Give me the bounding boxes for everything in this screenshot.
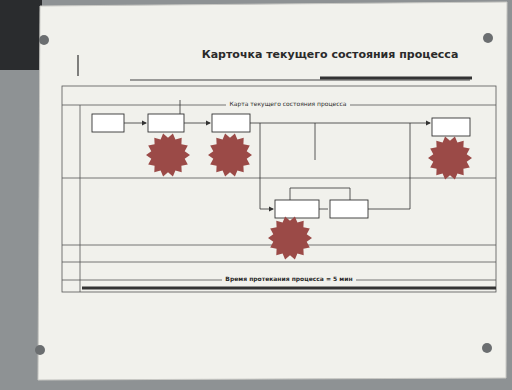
arrow-heads	[142, 121, 431, 212]
top-line	[130, 79, 470, 80]
kaizen-burst	[428, 137, 472, 180]
pin	[483, 33, 493, 43]
dark-corner	[0, 0, 42, 70]
header-band: Карта текущего состояния процесса	[80, 91, 496, 110]
kaizen-burst	[208, 134, 252, 177]
process-boxes	[92, 114, 470, 218]
timeline-band: Время протекания процесса = 5 мин	[82, 266, 496, 285]
band-label: Карта текущего состояния процесса	[226, 100, 349, 107]
pin	[482, 343, 492, 353]
paper-sheet	[38, 2, 507, 380]
kaizen-burst	[146, 134, 190, 177]
kaizen-bursts	[146, 134, 472, 260]
pin	[39, 35, 49, 45]
pin	[35, 345, 45, 355]
swimlane-grid	[62, 86, 496, 292]
top-mark	[77, 55, 78, 76]
band-label: Время протекания процесса = 5 мин	[222, 275, 355, 282]
top-thick-line	[320, 77, 472, 80]
timeline-bar	[82, 287, 496, 290]
flow-lines	[124, 100, 430, 209]
kaizen-burst	[268, 217, 312, 260]
title: Карточка текущего состояния процесса	[200, 48, 460, 61]
